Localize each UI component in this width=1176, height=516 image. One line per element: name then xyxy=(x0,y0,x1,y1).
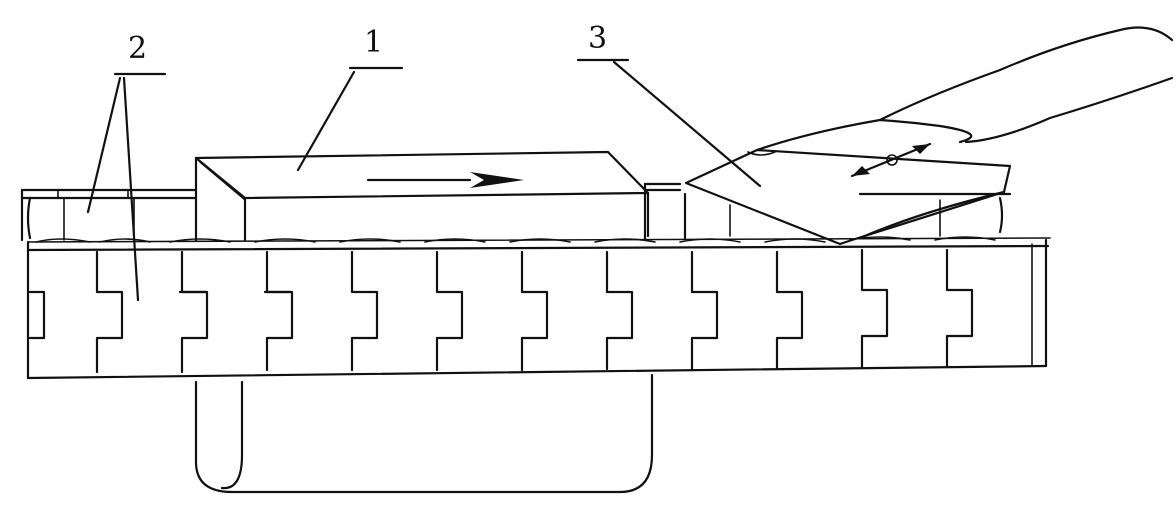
scraper-arrow-up-icon xyxy=(912,144,930,154)
roller-belt xyxy=(194,373,654,494)
scraper-arrow-down-icon xyxy=(852,166,870,176)
front-chain xyxy=(26,236,1051,380)
leader-lines xyxy=(86,58,762,302)
label-slab: 1 xyxy=(364,25,383,60)
slab-motion-arrow-icon xyxy=(470,172,524,188)
back-chain xyxy=(20,182,1012,242)
label-conveyor-chain: 2 xyxy=(128,31,147,66)
slab xyxy=(194,150,650,242)
label-scraper: 3 xyxy=(588,21,607,56)
pivot-icon xyxy=(886,154,898,166)
scraper xyxy=(684,26,1174,246)
